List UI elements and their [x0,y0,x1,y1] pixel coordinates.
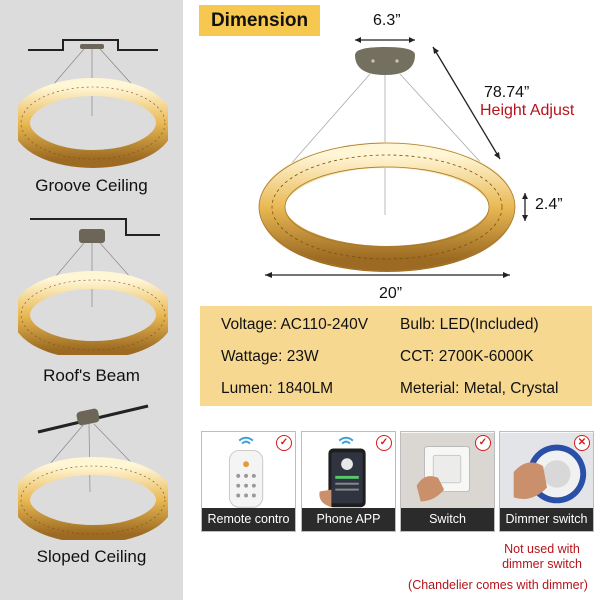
wall-switch-icon [401,432,494,510]
control-card-switch: ✓ Switch [400,431,495,532]
spec-wattage: Wattage: 23W [221,348,319,365]
height-value-label: 78.74” [484,84,530,101]
mounting-caption-beam: Roof's Beam [43,366,140,385]
control-card-remote: ✓ Remote contro [201,431,296,532]
spec-table: Voltage: AC110-240V Bulb: LED(Included) … [200,306,592,406]
chandelier-dimension-drawing [258,37,528,278]
mounting-options-panel: Groove Ceiling Roof's Beam Sloped Ceilin… [0,0,183,600]
ring-width-label: 20” [379,285,403,302]
spec-bulb: Bulb: LED(Included) [400,316,539,333]
control-card-phone: ✓ Phone APP [301,431,396,532]
ring-height-label: 2.4” [535,196,563,213]
roof-beam-icon [18,218,168,355]
spec-cct: CCT: 2700K-6000K [400,348,534,365]
control-card-dimmer: ✕ Dimmer switch [499,431,594,532]
supported-check-icon: ✓ [276,435,292,451]
control-caption-phone: Phone APP [302,508,395,531]
dimmer-included-note: (Chandelier comes with dimmer) [408,578,588,592]
supported-check-icon: ✓ [475,435,491,451]
mounting-caption-sloped: Sloped Ceiling [36,547,147,566]
supported-check-icon: ✓ [376,435,392,451]
spec-lumen: Lumen: 1840LM [221,380,334,397]
sloped-ceiling-icon [18,404,168,540]
height-adjust-label: Height Adjust [480,102,575,119]
canopy-width-label: 6.3” [373,12,401,29]
phone-app-icon [319,436,366,508]
control-caption-switch: Switch [401,508,494,531]
dimmer-warning-note: Not used with dimmer switch [502,542,582,571]
groove-ceiling-icon [18,39,168,168]
control-caption-dimmer: Dimmer switch [500,508,593,531]
spec-voltage: Voltage: AC110-240V [221,316,369,333]
spec-material: Meterial: Metal, Crystal [400,380,559,397]
control-caption-remote: Remote contro [202,508,295,531]
dimension-title: Dimension [199,5,320,36]
remote-control-icon [228,436,264,508]
mounting-caption-groove: Groove Ceiling [35,176,148,195]
not-supported-x-icon: ✕ [574,435,590,451]
